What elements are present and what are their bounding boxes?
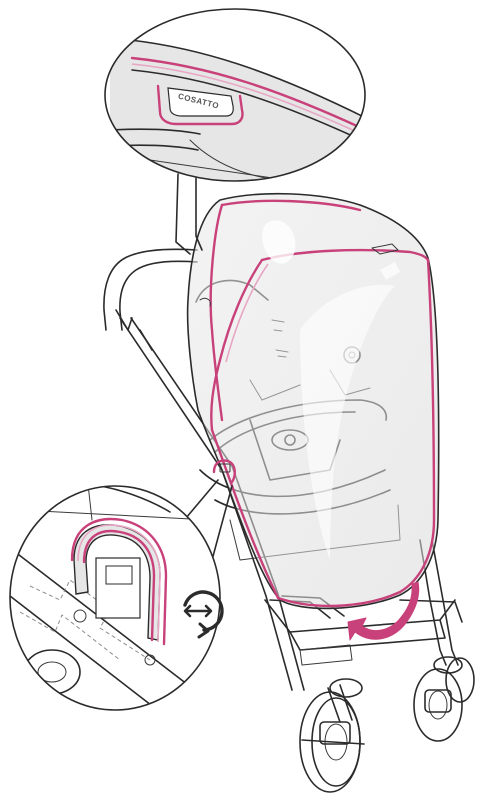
rear-wheel xyxy=(299,678,365,793)
rain-cover xyxy=(186,192,440,610)
curved-arrow-icon xyxy=(347,581,420,641)
detail-callout-top: COSATTO xyxy=(104,8,366,255)
brand-label-tab: COSATTO xyxy=(156,84,244,126)
rotate-arrows-icon xyxy=(183,590,224,639)
detail-callout-bottom xyxy=(9,479,233,711)
frame-fixing-point xyxy=(212,459,236,484)
fixing-strap xyxy=(70,517,168,646)
stroller xyxy=(103,192,475,793)
front-wheels xyxy=(413,656,475,742)
